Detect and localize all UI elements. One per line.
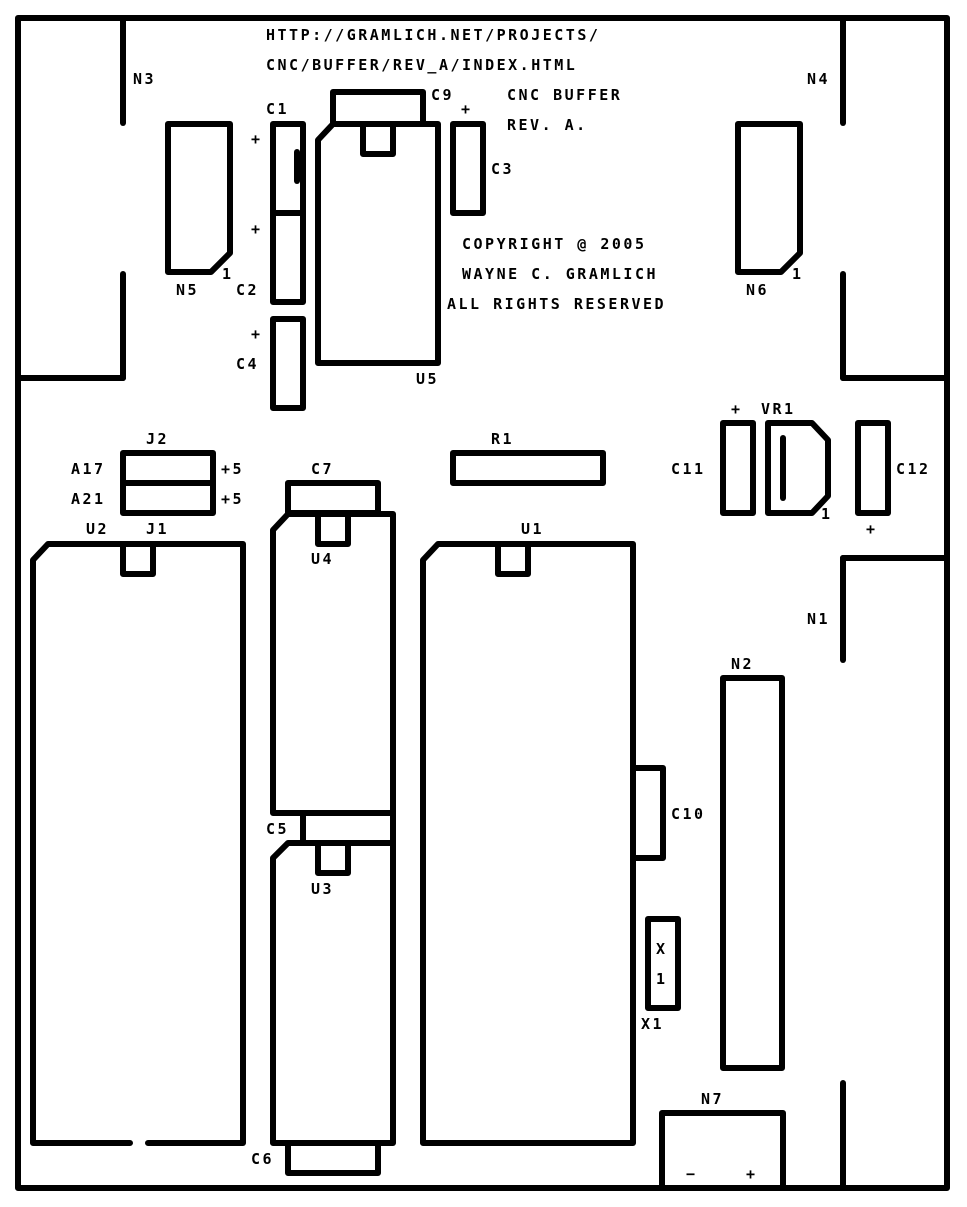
- u1-notch: [495, 541, 531, 577]
- c3-capacitor: [450, 121, 486, 216]
- copyright-line2: WAYNE C. GRAMLICH: [462, 265, 658, 283]
- c12-plus-marker: +: [866, 520, 878, 538]
- c2-capacitor: [270, 210, 306, 305]
- n2-connector: [720, 675, 785, 1071]
- c10-label: C10: [671, 805, 706, 823]
- x1-label: X1: [641, 1015, 664, 1033]
- j2-label: J2: [146, 430, 169, 448]
- c9-label: C9: [431, 86, 454, 104]
- x1-marking: X: [656, 940, 668, 958]
- c3-label: C3: [491, 160, 514, 178]
- c11-plus-marker: +: [731, 400, 743, 418]
- c2-label: C2: [236, 281, 259, 299]
- plus5-label: +5: [221, 490, 244, 508]
- u2-notch: [120, 541, 156, 577]
- c5-capacitor: [300, 810, 396, 846]
- u3-notch: [315, 840, 351, 876]
- u2-chip: [30, 541, 246, 1146]
- n6-connector: [735, 121, 803, 275]
- copyright-line3: ALL RIGHTS RESERVED: [447, 295, 666, 313]
- c1-label: C1: [266, 100, 289, 118]
- n7-connector: [659, 1110, 786, 1191]
- u5-label: U5: [416, 370, 439, 388]
- r1-label: R1: [491, 430, 514, 448]
- c9-capacitor: [330, 89, 426, 127]
- vr1-label: VR1: [761, 400, 796, 418]
- c6-label: C6: [251, 1150, 274, 1168]
- x1-marking: 1: [656, 970, 668, 988]
- c1-plus-marker: +: [251, 130, 263, 148]
- n7-label: N7: [701, 1090, 724, 1108]
- u3-chip: [270, 840, 396, 1146]
- c10-capacitor: [630, 765, 666, 861]
- vr1-pin1-marker: 1: [821, 505, 833, 523]
- c4-capacitor: [270, 316, 306, 411]
- board-revision: REV. A.: [507, 116, 588, 134]
- vr1-regulator: [765, 420, 831, 516]
- u5-chip: [315, 121, 441, 366]
- c11-label: C11: [671, 460, 706, 478]
- a21-label: A21: [71, 490, 106, 508]
- copyright-line1: COPYRIGHT @ 2005: [462, 235, 647, 253]
- r1-resistor: [450, 450, 606, 486]
- c3-plus-marker: +: [461, 100, 473, 118]
- c7-capacitor: [285, 480, 381, 516]
- u3-label: U3: [311, 880, 334, 898]
- u1-chip: [420, 541, 636, 1146]
- n5-pin1-marker: 1: [222, 265, 234, 283]
- n4-label: N4: [807, 70, 830, 88]
- j1-label: J1: [146, 520, 169, 538]
- u5-notch: [360, 121, 396, 157]
- u1-label: U1: [521, 520, 544, 538]
- j2-jumper: [120, 450, 216, 486]
- c11-capacitor: [720, 420, 756, 516]
- x1-crystal: [645, 916, 681, 1011]
- n5-label: N5: [176, 281, 199, 299]
- c7-label: C7: [311, 460, 334, 478]
- a17-label: A17: [71, 460, 106, 478]
- u2-label: U2: [86, 520, 109, 538]
- n7-minus-marker: −: [686, 1165, 698, 1183]
- c12-label: C12: [896, 460, 931, 478]
- board-edge: [15, 15, 950, 1191]
- u4-notch: [315, 511, 351, 547]
- n5-connector: [165, 121, 233, 275]
- c4-label: C4: [236, 355, 259, 373]
- j1-jumper: [120, 480, 216, 516]
- c12-capacitor: [855, 420, 891, 516]
- n6-pin1-marker: 1: [792, 265, 804, 283]
- c5-label: C5: [266, 820, 289, 838]
- u4-label: U4: [311, 550, 334, 568]
- plus5-label: +5: [221, 460, 244, 478]
- n7-plus-marker: +: [746, 1165, 758, 1183]
- board-title: CNC BUFFER: [507, 86, 622, 104]
- c6-capacitor: [285, 1140, 381, 1176]
- c4-plus-marker: +: [251, 325, 263, 343]
- u4-chip: [270, 511, 396, 816]
- url-line1: HTTP://GRAMLICH.NET/PROJECTS/: [266, 26, 600, 44]
- url-line2: CNC/BUFFER/REV_A/INDEX.HTML: [266, 56, 577, 74]
- c2-plus-marker: +: [251, 220, 263, 238]
- n1-label: N1: [807, 610, 830, 628]
- n2-label: N2: [731, 655, 754, 673]
- board-outline: [15, 15, 950, 1191]
- n6-label: N6: [746, 281, 769, 299]
- n3-label: N3: [133, 70, 156, 88]
